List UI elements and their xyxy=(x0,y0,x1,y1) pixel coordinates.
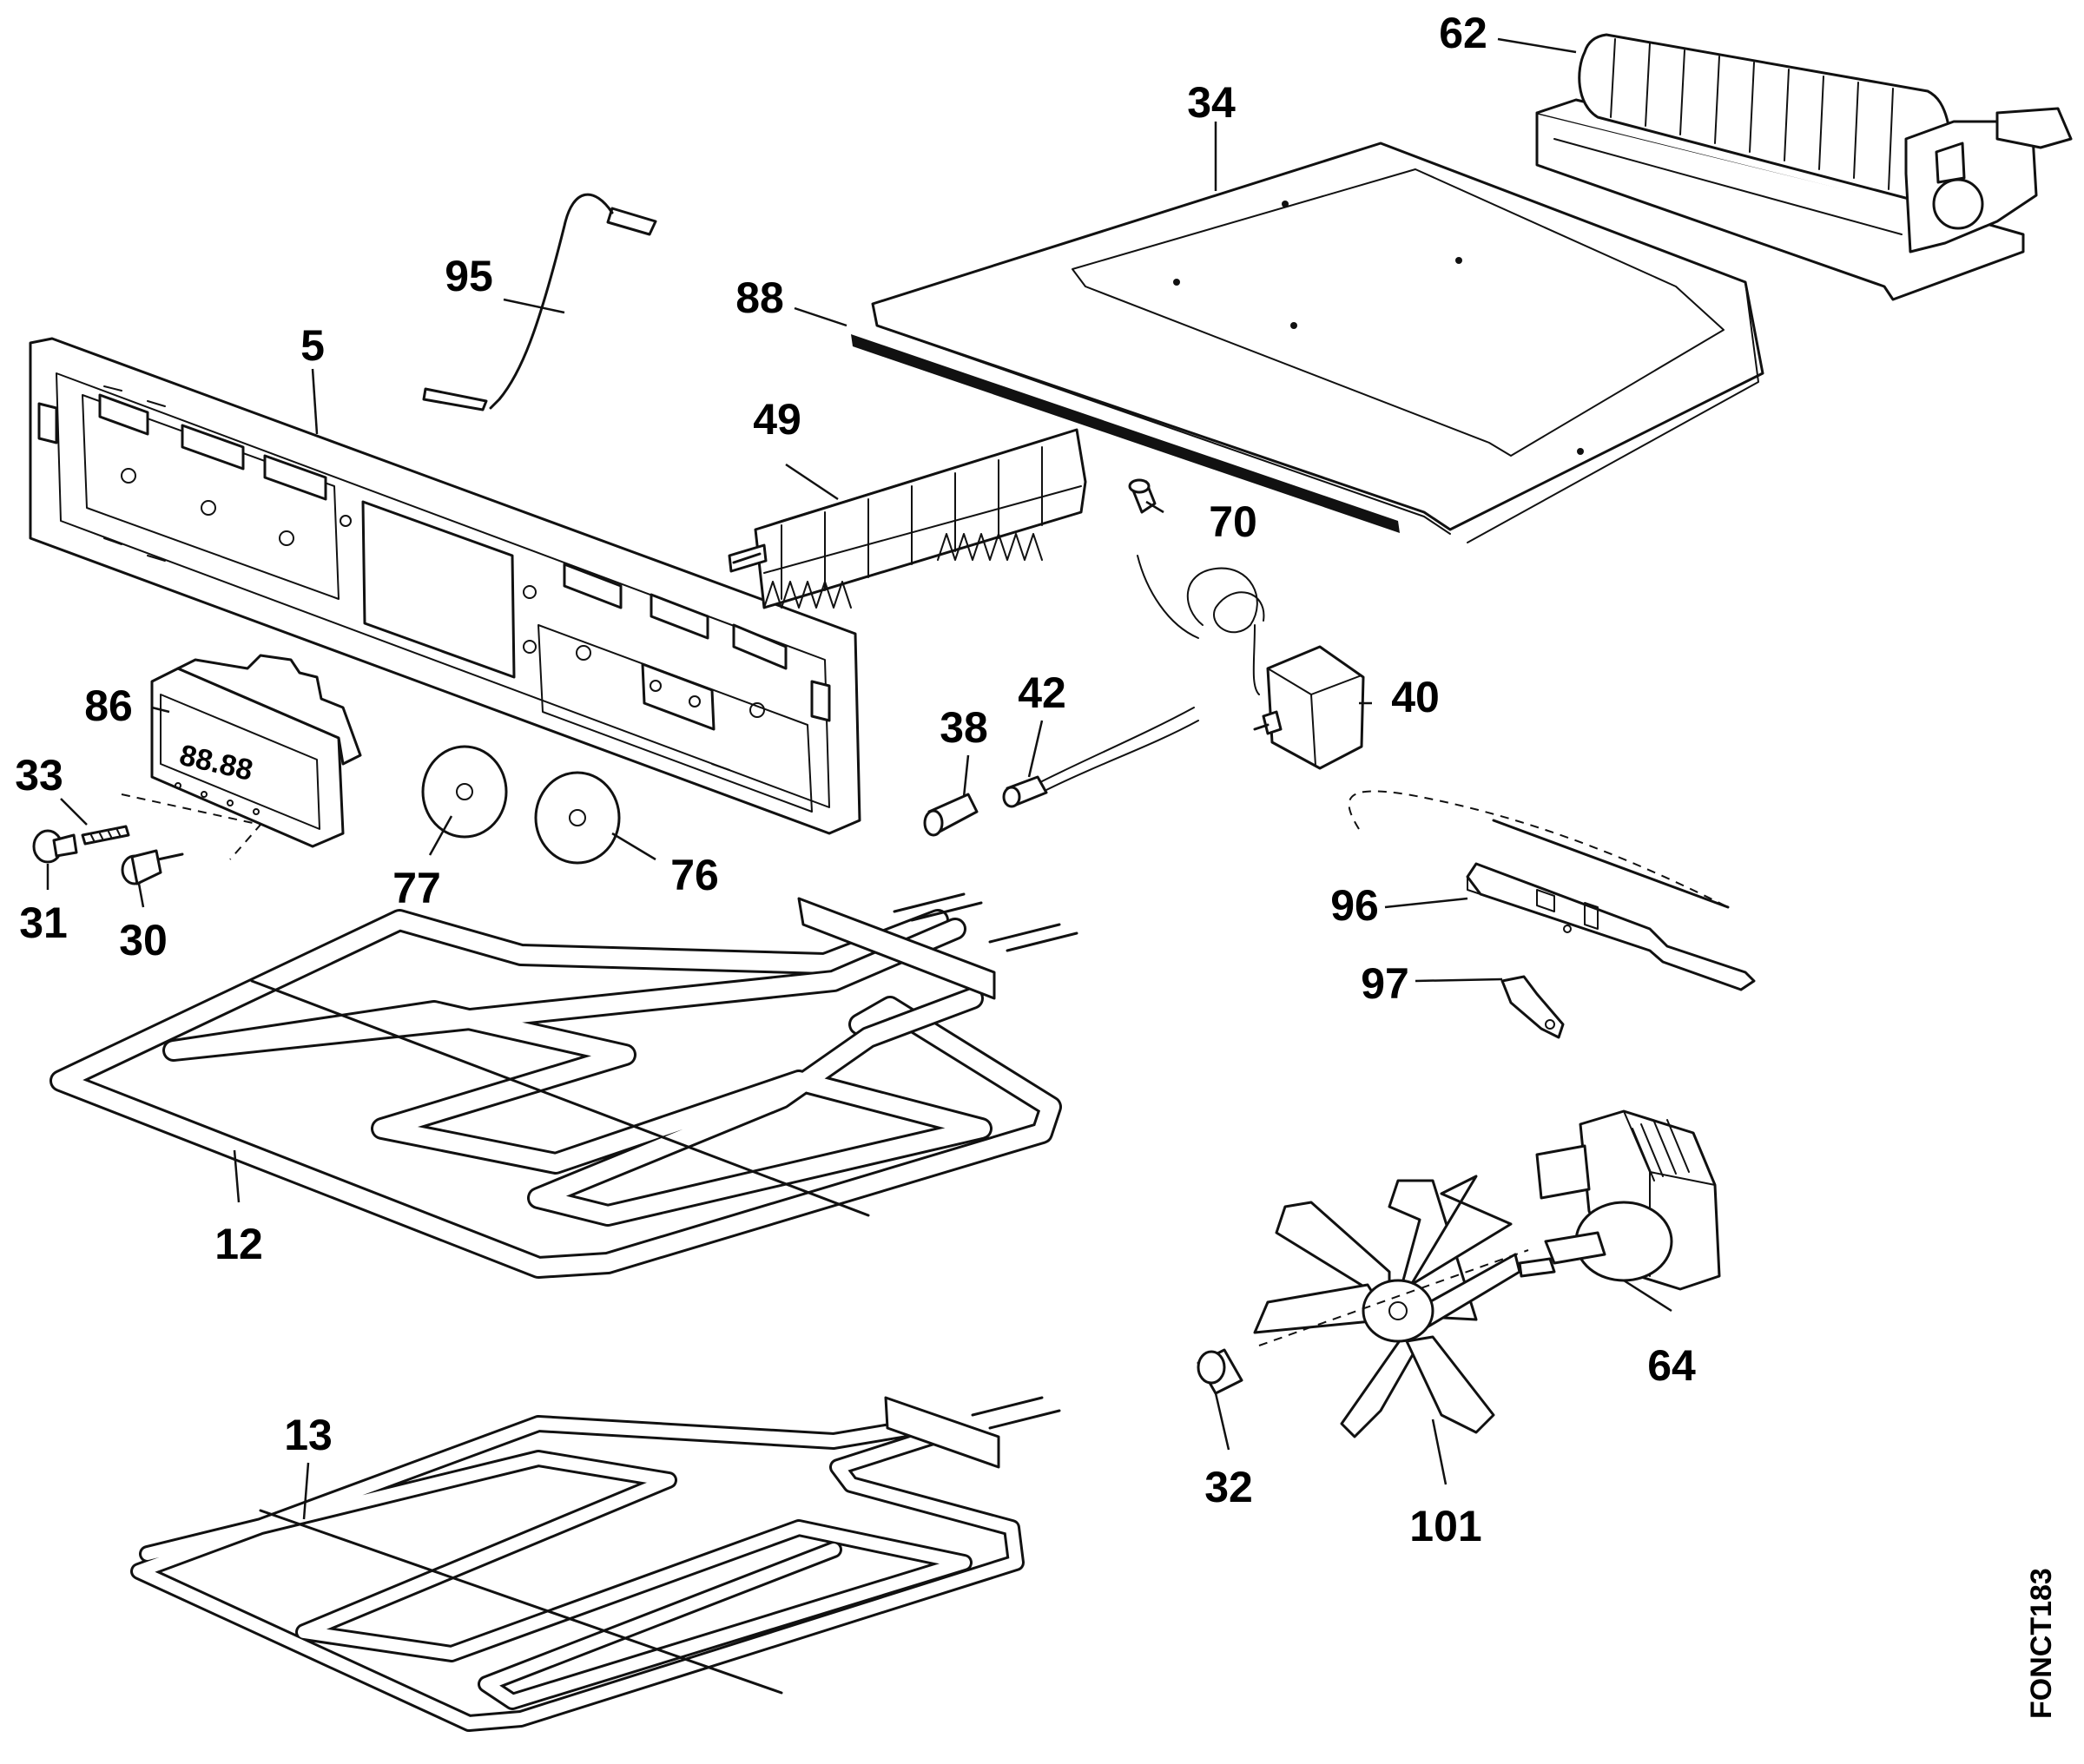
callout-42: 42 xyxy=(1018,668,1066,717)
part-77-disc xyxy=(421,745,508,839)
callout-34: 34 xyxy=(1187,78,1236,127)
part-95-wire-lead xyxy=(422,193,657,411)
callout-40: 40 xyxy=(1391,673,1440,721)
callout-64: 64 xyxy=(1647,1341,1696,1390)
callout-33: 33 xyxy=(15,751,63,800)
callout-labels: 62 34 95 88 5 49 70 86 38 42 40 33 31 30… xyxy=(15,9,1696,1550)
part-101-fan-blade xyxy=(1253,1175,1529,1438)
callout-97: 97 xyxy=(1361,959,1409,1008)
callout-30: 30 xyxy=(119,916,168,964)
part-97-clip xyxy=(1500,975,1565,1039)
leader-lines xyxy=(46,37,1672,1520)
callout-101: 101 xyxy=(1409,1502,1481,1550)
callout-13: 13 xyxy=(284,1411,333,1459)
callout-12: 12 xyxy=(214,1220,263,1268)
callout-77: 77 xyxy=(392,864,441,912)
callout-70: 70 xyxy=(1209,497,1257,546)
part-88-gasket xyxy=(851,334,1400,533)
part-5-control-panel xyxy=(29,337,861,835)
part-32-nut xyxy=(1197,1348,1243,1395)
callout-38: 38 xyxy=(940,703,988,752)
part-42-lamp xyxy=(1002,707,1199,808)
drawing-code: FONCT183 xyxy=(2025,1568,2058,1719)
part-13-heating-element xyxy=(130,1396,1061,1732)
callout-49: 49 xyxy=(753,395,801,444)
part-31-knob xyxy=(32,829,78,864)
part-38-lamp-holder xyxy=(923,793,979,837)
part-30-push-button xyxy=(121,849,184,885)
callout-32: 32 xyxy=(1204,1463,1253,1511)
part-49-selector-switch xyxy=(728,428,1087,609)
callout-5: 5 xyxy=(300,321,325,370)
part-64-fan-motor xyxy=(1518,1109,1721,1291)
part-62-tangential-fan xyxy=(1535,33,2073,301)
callout-88: 88 xyxy=(735,273,784,322)
part-70-cap xyxy=(1128,478,1157,514)
part-76-disc xyxy=(534,771,621,865)
part-86-timer-module: 88.88 xyxy=(121,654,362,860)
callout-76: 76 xyxy=(670,851,719,899)
part-96-bracket xyxy=(1348,790,1756,991)
part-34-top-cover xyxy=(871,142,1764,543)
part-33-screw xyxy=(81,825,130,846)
callout-62: 62 xyxy=(1439,9,1487,57)
part-12-heating-element xyxy=(49,892,1078,1279)
callout-31: 31 xyxy=(19,898,68,947)
callout-95: 95 xyxy=(445,252,493,300)
callout-96: 96 xyxy=(1330,881,1379,930)
callout-86: 86 xyxy=(84,681,133,730)
part-40-thermostat xyxy=(1137,555,1365,770)
